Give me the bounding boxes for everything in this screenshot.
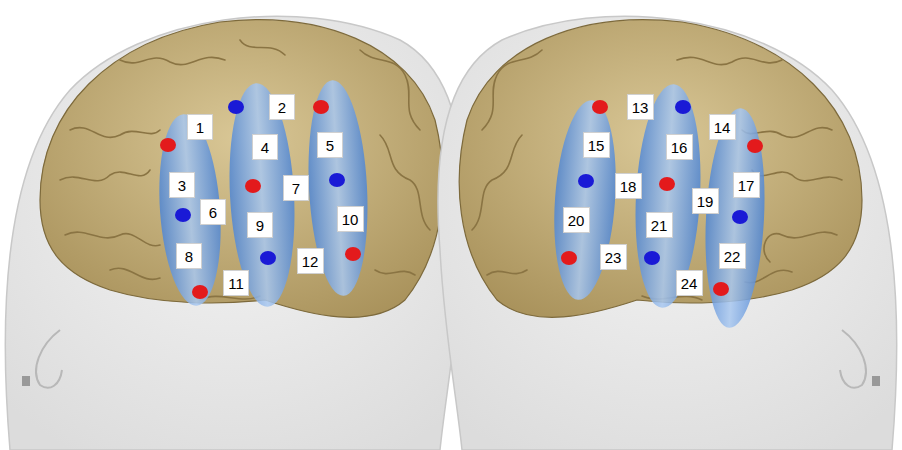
probe-strip [548,98,622,302]
channel-number: 5 [326,138,334,153]
channel-box: 19 [692,188,719,214]
detector-dots [175,100,345,265]
channel-number: 14 [714,120,731,135]
channel-box: 15 [583,132,610,158]
probe-strip [153,112,226,308]
channel-box: 14 [709,114,736,140]
right-head [438,16,897,450]
channel-number: 18 [620,179,637,194]
channel-box: 20 [563,207,590,233]
channel-box: 23 [600,244,627,270]
channel-box: 17 [733,172,760,198]
channel-number: 12 [302,254,319,269]
channel-box: 12 [297,248,324,274]
channel-box: 5 [317,132,343,158]
probe-strip [700,107,769,330]
channel-number: 17 [738,178,755,193]
channel-number: 20 [568,213,585,228]
channel-number: 22 [724,249,741,264]
channel-number: 9 [256,218,264,233]
detector-dots [578,100,748,265]
source-dots [160,100,361,299]
channel-number: 4 [261,140,269,155]
channel-box: 3 [169,172,195,198]
ear-marker [22,376,30,386]
channel-box: 1 [187,114,213,140]
channel-box: 18 [615,173,642,199]
channel-number: 15 [588,138,605,153]
ear-marker [872,376,880,386]
channel-box: 8 [176,243,202,269]
channel-number: 8 [185,249,193,264]
channel-number: 7 [292,181,300,196]
channel-box: 16 [666,134,693,160]
channel-number: 13 [632,100,649,115]
channel-box: 10 [337,206,364,232]
channel-number: 10 [342,212,359,227]
channel-box: 22 [719,243,746,269]
channel-box: 13 [627,94,654,120]
channel-box: 4 [252,134,278,160]
channel-number: 24 [681,276,698,291]
left-head [5,16,464,450]
channel-box: 6 [200,199,226,225]
channel-number: 16 [671,140,688,155]
channel-box: 11 [223,270,249,296]
channel-box: 2 [269,94,295,120]
channel-number: 19 [697,194,714,209]
channel-number: 3 [178,178,186,193]
channel-number: 21 [651,218,668,233]
channel-number: 11 [228,276,244,291]
channel-box: 9 [247,212,273,238]
source-dots [561,100,763,296]
channel-number: 2 [278,100,286,115]
channel-box: 24 [676,270,703,296]
channel-box: 7 [283,175,309,201]
channel-number: 23 [605,250,622,265]
channel-number: 1 [196,120,204,135]
channel-number: 6 [209,205,217,220]
channel-box: 21 [646,212,673,238]
